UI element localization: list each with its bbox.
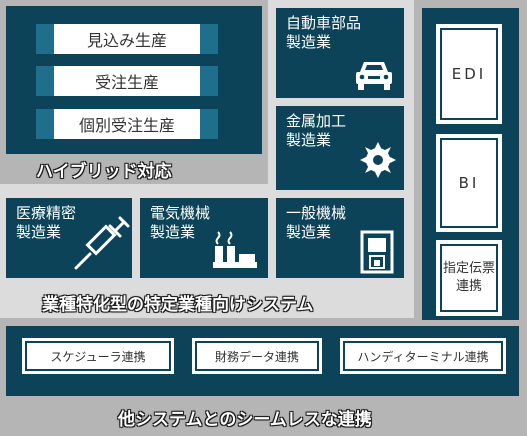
tile-automotive: 自動車部品 製造業 <box>276 8 404 98</box>
scheduler-label: スケジューラ連携 <box>25 341 171 371</box>
hybrid-item-make-to-stock: 見込み生産 <box>36 24 218 54</box>
handy-terminal-box: ハンディターミナル連携 <box>340 338 506 374</box>
factory-icon <box>213 231 257 268</box>
industry-caption: 業種特化型の特定業種向けシステム <box>42 295 314 315</box>
hybrid-item-label: 見込み生産 <box>54 24 200 54</box>
hybrid-item-label: 個別受注生産 <box>54 109 200 139</box>
tile-metal-label: 金属加工 製造業 <box>286 112 347 149</box>
edi-box: EDI <box>436 24 502 124</box>
designated-slip-box: 指定伝票 連携 <box>436 240 502 316</box>
gear-icon <box>360 142 396 178</box>
bi-label: BI <box>440 138 498 228</box>
hybrid-item-make-to-order: 受注生産 <box>36 66 218 96</box>
hybrid-item-engineer-to-order: 個別受注生産 <box>36 109 218 139</box>
tile-metal: 金属加工 製造業 <box>276 106 404 190</box>
tile-machinery: 一般機械 製造業 <box>276 198 404 278</box>
car-icon <box>356 62 392 90</box>
tile-electrical-label: 電気機械 製造業 <box>150 204 211 241</box>
tile-automotive-label: 自動車部品 製造業 <box>286 14 362 51</box>
hybrid-caption: ハイブリッド対応 <box>36 162 172 182</box>
machine-icon <box>360 230 394 274</box>
tile-medical: 医療精密 製造業 <box>6 198 132 278</box>
hybrid-item-label: 受注生産 <box>54 66 200 96</box>
tile-machinery-label: 一般機械 製造業 <box>286 204 347 241</box>
syringe-icon <box>74 216 130 270</box>
edi-label: EDI <box>440 28 498 120</box>
finance-label: 財務データ連携 <box>195 341 319 371</box>
handy-terminal-label: ハンディターミナル連携 <box>343 341 503 371</box>
scheduler-box: スケジューラ連携 <box>22 338 174 374</box>
finance-box: 財務データ連携 <box>192 338 322 374</box>
tile-electrical: 電気機械 製造業 <box>140 198 268 278</box>
designated-slip-label: 指定伝票 連携 <box>440 244 498 312</box>
integration-caption: 他システムとのシームレスな連携 <box>118 410 372 430</box>
tile-medical-label: 医療精密 製造業 <box>16 204 77 241</box>
bi-box: BI <box>436 134 502 232</box>
